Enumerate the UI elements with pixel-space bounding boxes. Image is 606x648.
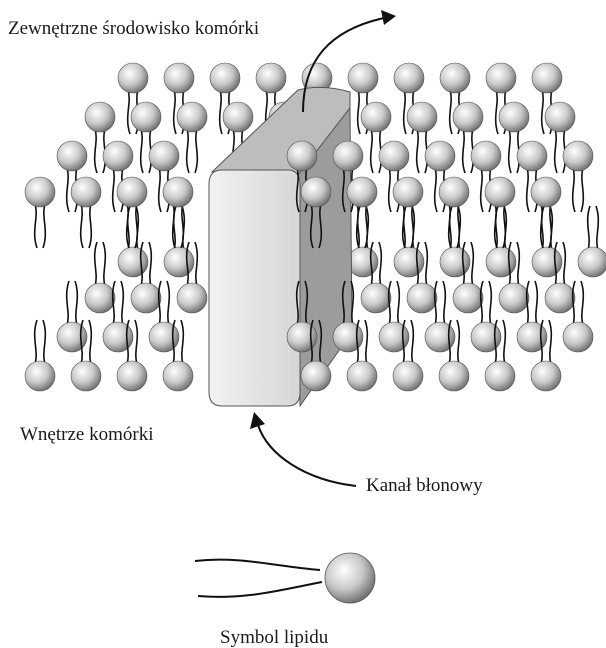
lipid-symbol-label: Symbol lipidu	[220, 627, 329, 648]
lipid-icon	[532, 206, 562, 277]
lipid-icon	[393, 177, 423, 248]
lipid-icon	[57, 281, 87, 352]
lipid-icon	[25, 320, 55, 391]
lipid-icon	[177, 102, 207, 173]
lipid-icon	[440, 206, 470, 277]
lipid-icon	[486, 206, 516, 277]
channel-arrow-icon	[250, 412, 356, 486]
lipid-icon	[118, 206, 148, 277]
lipid-icon	[85, 242, 115, 313]
membrane-channel	[209, 87, 352, 406]
channel-label: Kanał błonowy	[366, 475, 483, 496]
lipid-legend-icon	[195, 553, 375, 603]
lipid-icon	[164, 206, 194, 277]
lipid-icon	[578, 206, 606, 277]
lipid-icon	[394, 206, 424, 277]
lipid-icon	[348, 206, 378, 277]
lipid-icon	[531, 177, 561, 248]
lipid-icon	[439, 177, 469, 248]
lipid-icon	[25, 177, 55, 248]
cell-interior-label: Wnętrze komórki	[20, 424, 153, 445]
lipid-icon	[71, 177, 101, 248]
lipid-icon	[163, 177, 193, 248]
lipid-icon	[563, 141, 593, 212]
lipid-icon	[117, 177, 147, 248]
outside-environment-label: Zewnętrzne środowisko komórki	[8, 18, 259, 39]
lipid-icon	[485, 177, 515, 248]
channel-front-face	[209, 170, 300, 406]
